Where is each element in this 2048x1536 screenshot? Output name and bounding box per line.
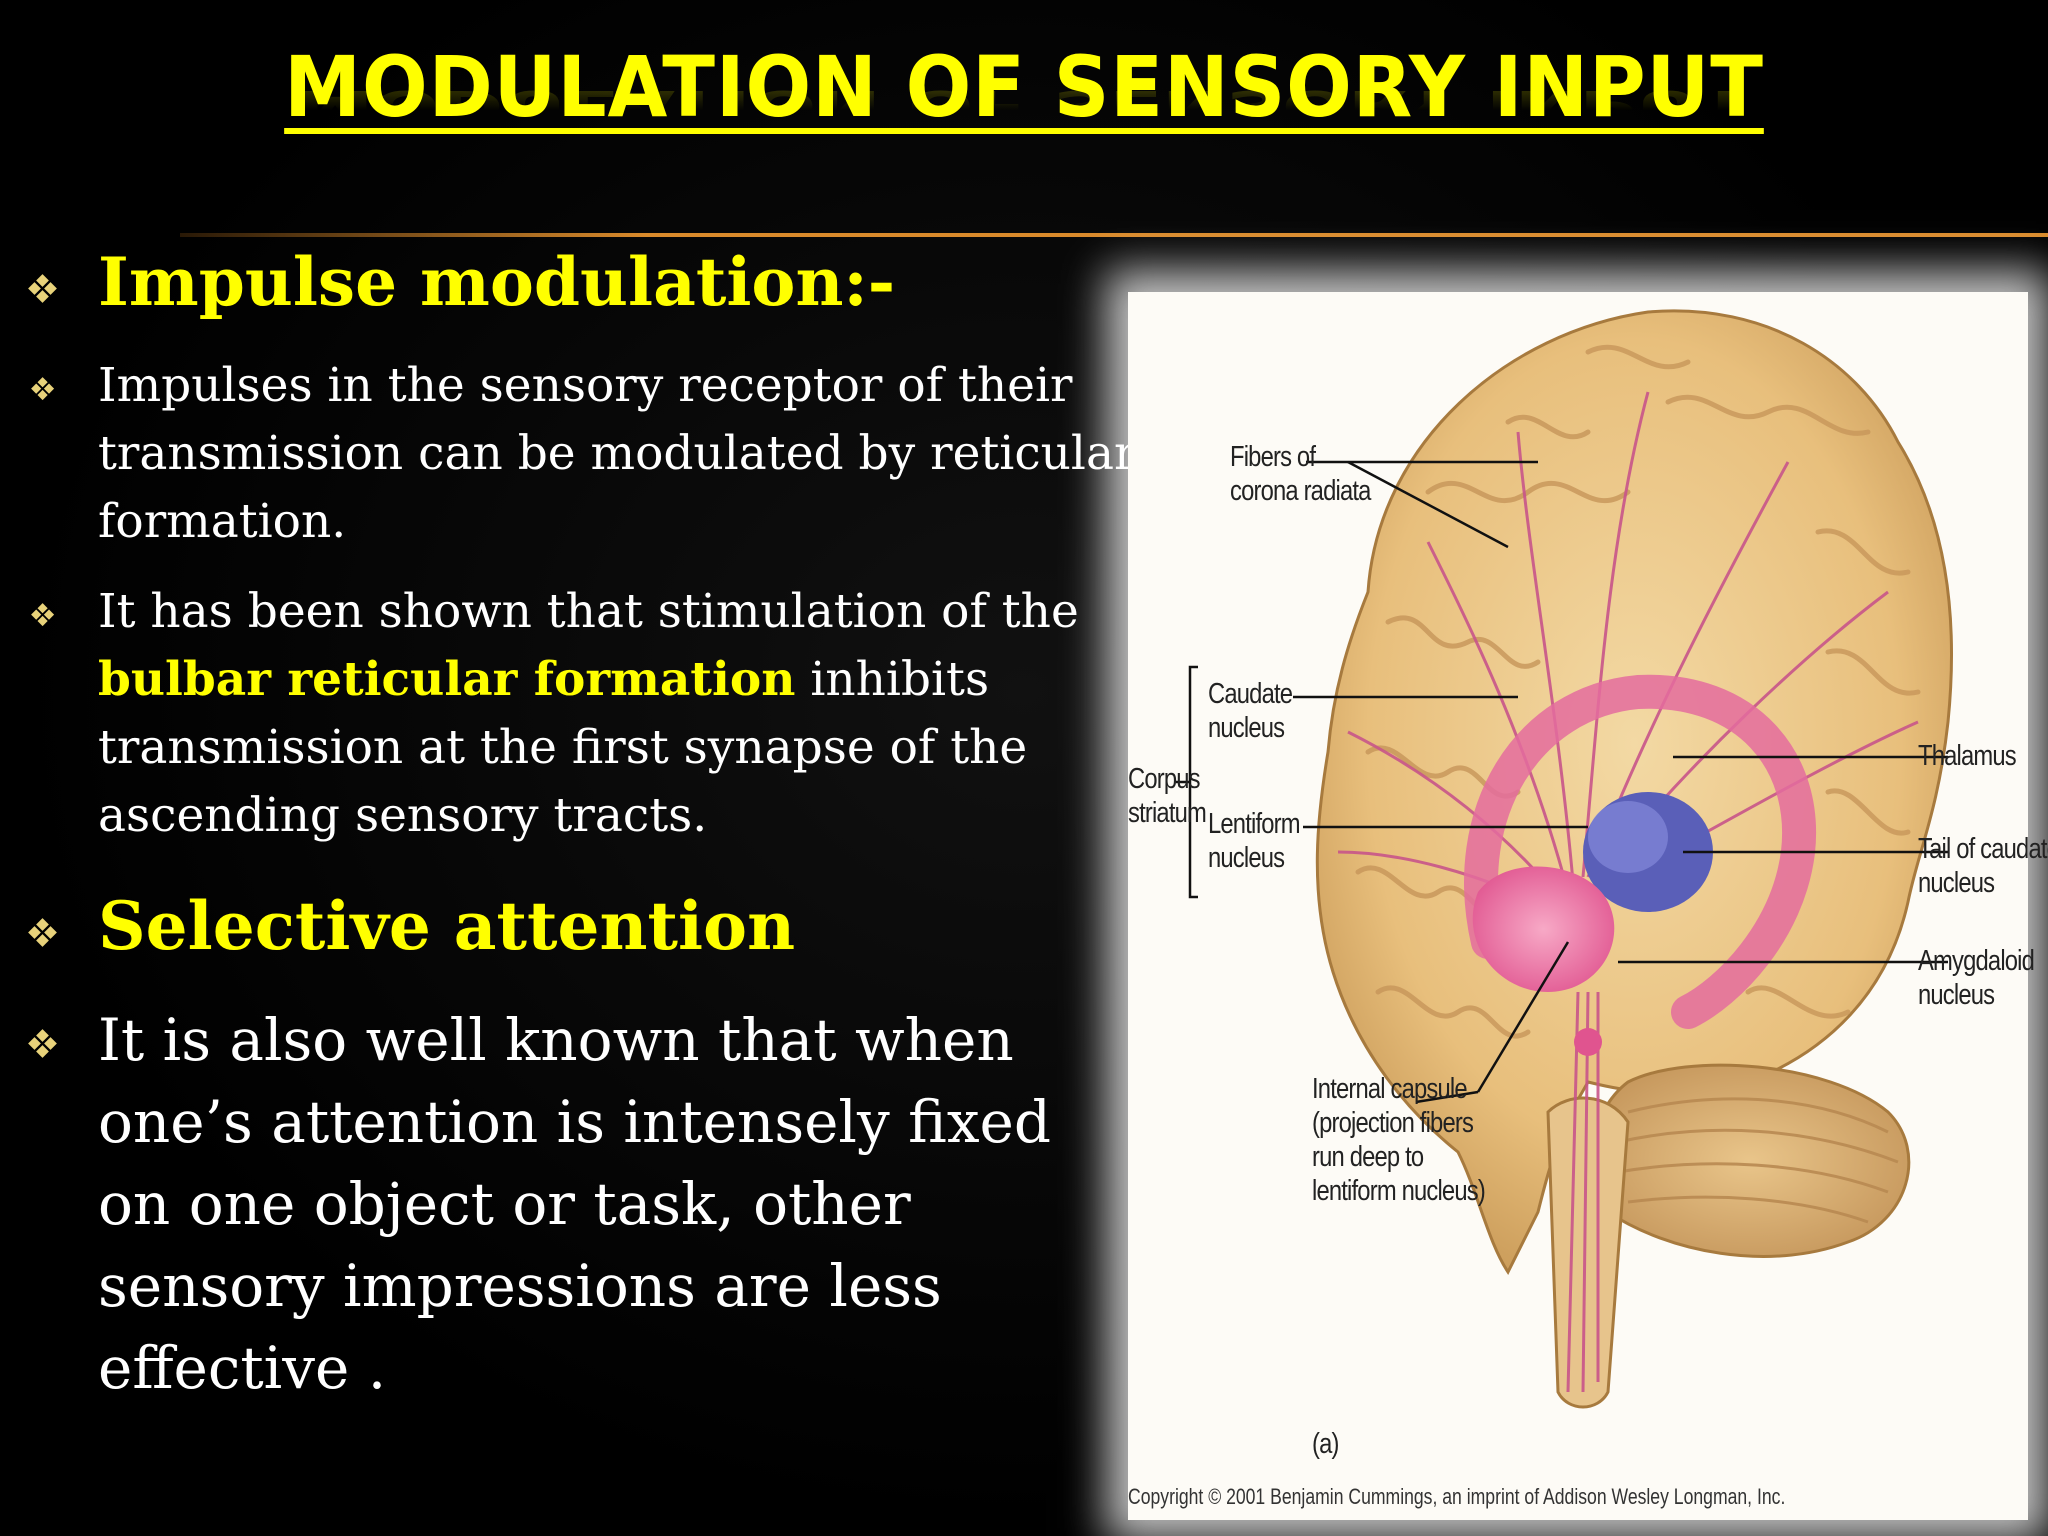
text-stimulation-after: inhibits transmission at the first synap… [98,652,1028,843]
label-lentiform-1: Lentiform [1208,808,1301,840]
label-caudate-1: Caudate [1208,678,1293,710]
title-reflection: MODULATION OF SENSORY INPUT [296,81,1752,130]
diamond-bullet-icon [31,377,55,401]
label-capsule-3: run deep to [1312,1141,1424,1173]
label-tail-2: nucleus [1918,867,1995,899]
brain-illustration [1176,309,1953,1409]
label-caudate-2: nucleus [1208,712,1285,744]
text-attention: It is also well known that when one’s at… [98,1006,1052,1402]
label-thalamus: Thalamus [1918,740,2017,772]
heading-impulse-modulation: Impulse modulation:- [98,243,896,321]
diamond-bullet-icon [28,918,57,947]
label-panel-a: (a) [1312,1428,1339,1460]
label-amygdaloid-1: Amygdaloid [1918,945,2035,977]
title-divider [180,233,2048,237]
diamond-bullet-icon [28,274,57,303]
heading-selective-attention: Selective attention [98,887,796,965]
label-fibers-1: Fibers of [1230,441,1316,473]
label-corpus-2: striatum [1128,797,1207,829]
brain-figure: Fibers of corona radiata Caudate nucleus… [1128,292,2048,1520]
diamond-bullet-icon [28,1029,57,1058]
label-amygdaloid-2: nucleus [1918,979,1995,1011]
label-tail-1: Tail of caudate [1918,833,2048,865]
figure-copyright: Copyright © 2001 Benjamin Cummings, an i… [1128,1484,1786,1509]
label-capsule-2: (projection fibers [1312,1107,1474,1139]
text-impulses: Impulses in the sensory receptor of thei… [98,358,1137,549]
label-capsule-1: Internal capsule [1312,1073,1468,1105]
label-corpus-1: Corpus [1128,763,1201,795]
text-stimulation-before: It has been shown that stimulation of th… [98,584,1079,639]
label-capsule-4: lentiform nucleus) [1312,1175,1486,1207]
diamond-bullet-icon [31,603,55,627]
label-lentiform-2: nucleus [1208,842,1285,874]
highlight-bulbar: bulbar reticular formation [98,652,796,707]
label-fibers-2: corona radiata [1230,475,1371,507]
text-stimulation: It has been shown that stimulation of th… [98,578,1138,850]
slide-title: MODULATION OF SENSORY INPUT [284,38,1764,136]
